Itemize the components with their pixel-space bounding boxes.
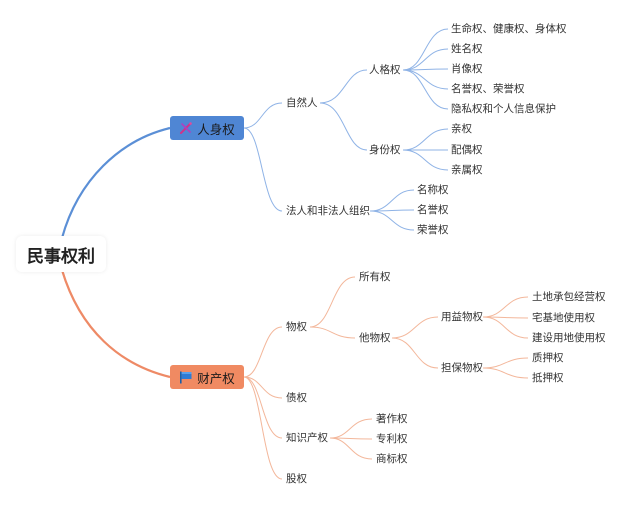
identity-item[interactable]: 亲权	[451, 123, 472, 135]
personality-item[interactable]: 生命权、健康权、身体权	[451, 23, 567, 35]
pencil-ruler-icon	[179, 121, 193, 135]
property-rights-node[interactable]: 财产权	[170, 365, 244, 389]
identity-item[interactable]: 亲属权	[451, 164, 483, 176]
usufruct-item[interactable]: 土地承包经营权	[532, 291, 606, 303]
personality-item[interactable]: 名誉权、荣誉权	[451, 83, 525, 95]
ip-item[interactable]: 著作权	[376, 413, 408, 425]
root-label: 民事权利	[27, 246, 95, 267]
debt-rights-node[interactable]: 债权	[286, 392, 307, 404]
identity-rights-node[interactable]: 身份权	[369, 144, 401, 156]
other-real-rights-node[interactable]: 他物权	[359, 332, 391, 344]
security-item[interactable]: 抵押权	[532, 372, 564, 384]
natural-person-node[interactable]: 自然人	[286, 97, 318, 109]
usufruct-node[interactable]: 用益物权	[441, 311, 483, 323]
personality-rights-node[interactable]: 人格权	[369, 64, 401, 76]
usufruct-item[interactable]: 建设用地使用权	[532, 332, 606, 344]
equity-node[interactable]: 股权	[286, 473, 307, 485]
root-node[interactable]: 民事权利	[16, 236, 106, 272]
real-rights-node[interactable]: 物权	[286, 321, 307, 333]
security-item[interactable]: 质押权	[532, 352, 564, 364]
person-rights-node[interactable]: 人身权	[170, 116, 244, 140]
legal-entity-item[interactable]: 名称权	[417, 184, 449, 196]
legal-entity-node[interactable]: 法人和非法人组织	[286, 205, 370, 217]
ip-rights-node[interactable]: 知识产权	[286, 432, 328, 444]
legal-entity-item[interactable]: 荣誉权	[417, 224, 449, 236]
ip-item[interactable]: 商标权	[376, 453, 408, 465]
identity-item[interactable]: 配偶权	[451, 144, 483, 156]
legal-entity-item[interactable]: 名誉权	[417, 204, 449, 216]
ip-item[interactable]: 专利权	[376, 433, 408, 445]
ownership-node[interactable]: 所有权	[359, 271, 391, 283]
security-node[interactable]: 担保物权	[441, 362, 483, 374]
personality-item[interactable]: 隐私权和个人信息保护	[451, 103, 556, 115]
usufruct-item[interactable]: 宅基地使用权	[532, 312, 595, 324]
personality-item[interactable]: 姓名权	[451, 43, 483, 55]
property-rights-label: 财产权	[197, 370, 235, 386]
flag-icon	[179, 370, 193, 384]
person-rights-label: 人身权	[197, 121, 235, 137]
personality-item[interactable]: 肖像权	[451, 63, 483, 75]
